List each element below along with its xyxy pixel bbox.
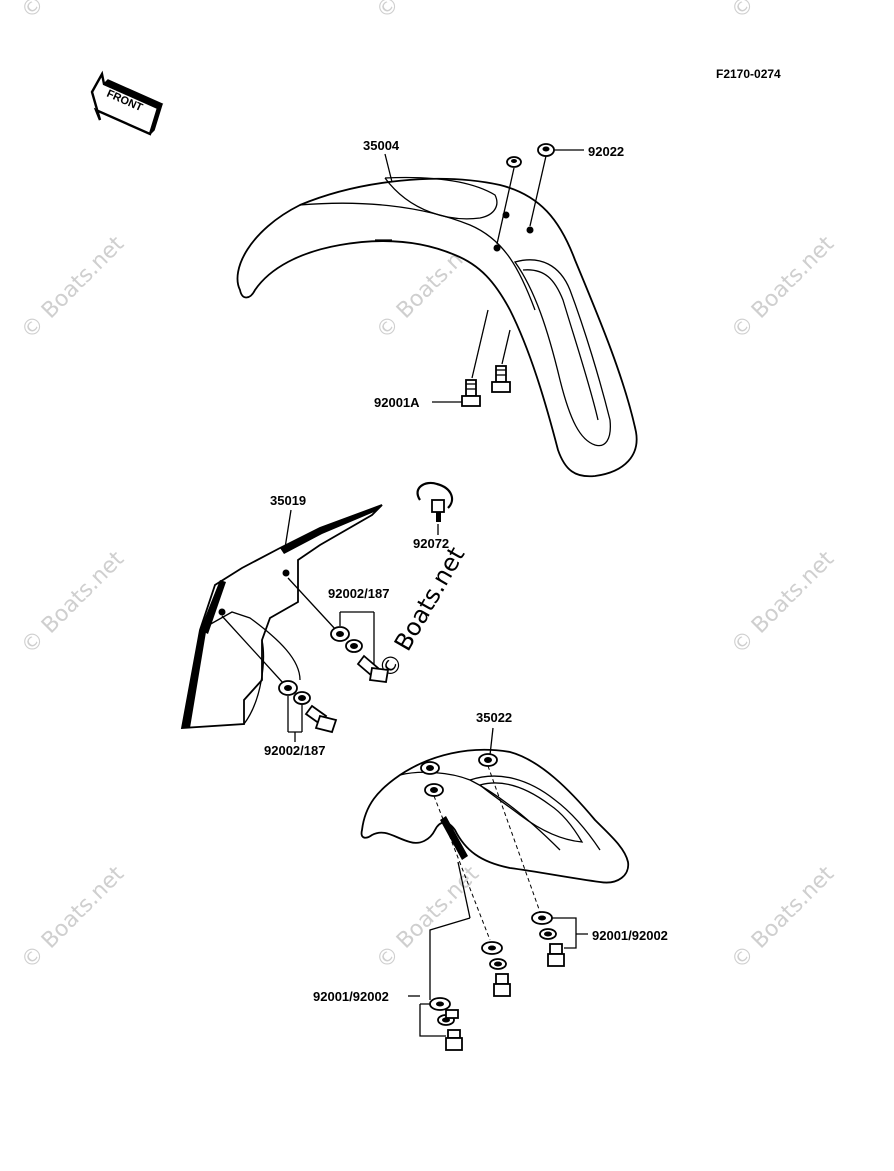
bolt-icon [356, 654, 390, 684]
ref-code: F2170-0274 [716, 67, 781, 81]
watermark: © Boats.net [17, 0, 130, 24]
front-fender [236, 176, 638, 478]
front-arrow-icon: FRONT [90, 70, 164, 136]
washer-icon [330, 626, 350, 642]
washer-icon [278, 680, 298, 696]
washer-icon [429, 997, 451, 1011]
nut-icon [506, 156, 522, 168]
washer-icon [345, 639, 363, 653]
bolt-icon [493, 973, 511, 997]
bolt-icon [304, 704, 338, 734]
watermark: © Boats.net [17, 861, 130, 974]
watermark: © Boats.net [372, 861, 485, 974]
label-35022: 35022 [476, 710, 512, 725]
bolt-icon [491, 365, 511, 393]
label-92001A: 92001A [374, 395, 420, 410]
label-35019: 35019 [270, 493, 306, 508]
watermark: © Boats.net [17, 546, 130, 659]
washer-icon [489, 958, 507, 970]
label-92072: 92072 [413, 536, 449, 551]
watermark-center: © Boats.net [373, 542, 470, 683]
watermark: © Boats.net [727, 0, 840, 24]
label-92022: 92022 [588, 144, 624, 159]
nut-icon [537, 143, 555, 157]
label-92001-92002-right: 92001/92002 [592, 928, 668, 943]
label-92001-92002-left: 92001/92002 [313, 989, 389, 1004]
bolt-icon [547, 943, 565, 967]
watermark: © Boats.net [727, 861, 840, 974]
bolt-icon [445, 1009, 463, 1051]
rear-fender [360, 748, 630, 884]
watermark: © Boats.net [727, 231, 840, 344]
clamp-icon [416, 481, 454, 522]
washer-icon [293, 691, 311, 705]
label-92002-187-lower: 92002/187 [264, 743, 325, 758]
bolt-icon [461, 379, 481, 407]
watermark: © Boats.net [727, 546, 840, 659]
washer-icon [531, 911, 553, 925]
mud-flap [180, 504, 383, 729]
washer-icon [539, 928, 557, 940]
label-92002-187-upper: 92002/187 [328, 586, 389, 601]
watermark: © Boats.net [17, 231, 130, 344]
label-35004: 35004 [363, 138, 400, 153]
watermark: © Boats.net [372, 0, 485, 24]
washer-icon [481, 941, 503, 955]
